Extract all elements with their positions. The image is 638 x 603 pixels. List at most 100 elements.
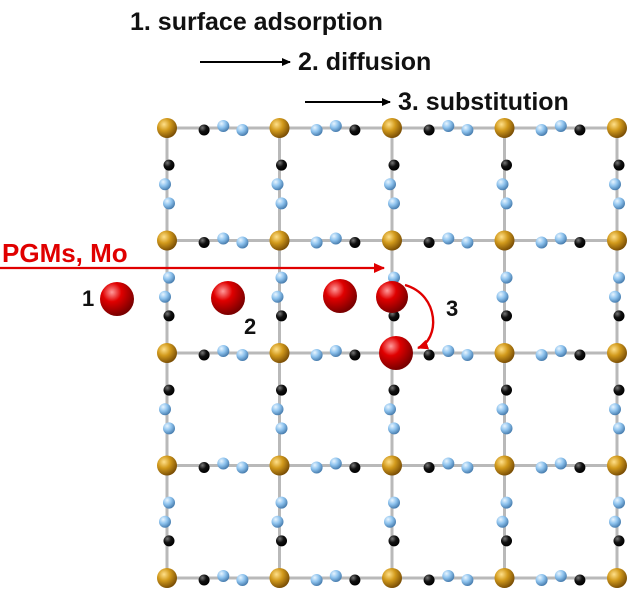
light-atom (236, 236, 249, 249)
dark-atom (388, 159, 400, 171)
dark-atom (163, 535, 175, 547)
bridge-ligand (198, 570, 249, 586)
light-atom (461, 124, 474, 136)
light-atom (613, 271, 625, 284)
bridge-ligand (496, 159, 513, 210)
light-atom (535, 349, 548, 361)
light-atom (271, 178, 284, 191)
dark-atom (276, 310, 287, 322)
light-atom (310, 461, 323, 474)
bridge-ligand (535, 232, 586, 249)
bridge-ligand (423, 120, 474, 136)
light-atom (535, 461, 548, 474)
dark-atom (574, 124, 586, 136)
dark-atom (423, 349, 435, 361)
light-atom (609, 403, 621, 416)
dark-atom (198, 237, 210, 248)
dark-atom (613, 310, 625, 322)
bridge-ligand (609, 496, 625, 547)
dark-atom (349, 349, 361, 361)
light-atom (442, 232, 455, 245)
bridge-ligand (159, 384, 175, 435)
metal-node (157, 230, 177, 251)
light-atom (554, 570, 567, 582)
metal-node (269, 343, 290, 363)
light-atom (163, 422, 175, 435)
lattice-metal-nodes (157, 118, 627, 588)
light-atom (500, 496, 513, 509)
bridge-ligand (310, 120, 361, 136)
dark-atom (574, 237, 586, 248)
light-atom (388, 197, 400, 210)
bridge-ligand (496, 271, 513, 322)
light-atom (310, 236, 323, 249)
metal-node (157, 568, 177, 588)
light-atom (329, 345, 342, 357)
bridge-ligand (423, 457, 474, 474)
light-atom (217, 570, 230, 582)
metal-node (494, 230, 515, 251)
light-atom (384, 178, 396, 191)
metal-node (269, 455, 290, 476)
dark-atom (388, 384, 400, 396)
light-atom (461, 461, 474, 474)
bridge-ligand (496, 384, 513, 435)
dark-atom (198, 124, 210, 136)
light-atom (236, 574, 249, 586)
light-atom (609, 515, 621, 528)
metal-node (157, 455, 177, 476)
metal-node (269, 118, 290, 138)
metal-node (607, 118, 627, 138)
light-atom (329, 570, 342, 582)
light-atom (310, 349, 323, 361)
light-atom (442, 457, 455, 470)
bridge-ligand (271, 271, 288, 322)
position-label-3: 3 (446, 296, 458, 321)
light-atom (329, 232, 342, 245)
bridge-ligand (609, 384, 625, 435)
light-atom (388, 422, 400, 435)
bridge-ligand (423, 570, 474, 586)
light-atom (159, 403, 171, 416)
dark-atom (501, 310, 512, 322)
step-surface-adsorption-label: 1. surface adsorption (130, 8, 383, 36)
metal-node (607, 568, 627, 588)
metal-node (382, 118, 402, 138)
dark-atom (574, 349, 586, 361)
metal-node (607, 343, 627, 363)
dark-atom (198, 462, 210, 473)
dark-atom (163, 310, 175, 322)
lattice-bridge-atoms (159, 120, 625, 586)
light-atom (217, 232, 230, 245)
light-atom (461, 349, 474, 361)
bridge-ligand (198, 457, 249, 474)
bridge-ligand (198, 120, 249, 136)
light-atom (496, 515, 509, 528)
bridge-ligand (423, 232, 474, 249)
substitution-curve-arrow (404, 283, 435, 350)
bridge-ligand (310, 457, 361, 474)
bridge-ligand (310, 345, 361, 361)
light-atom (461, 574, 474, 586)
metal-node (157, 118, 177, 138)
dark-atom (423, 574, 435, 586)
adatom-position-1 (100, 282, 134, 316)
dark-atom (276, 535, 287, 547)
light-atom (159, 290, 171, 303)
dark-atom (501, 384, 512, 396)
bridge-ligand (423, 345, 474, 361)
bridge-ligand (535, 120, 586, 136)
position-label-2: 2 (244, 314, 256, 339)
light-atom (496, 403, 509, 416)
bridge-ligand (198, 345, 249, 361)
light-atom (329, 457, 342, 470)
metal-node (269, 568, 290, 588)
light-atom (159, 178, 171, 191)
dark-atom (574, 574, 586, 586)
metal-node (494, 455, 515, 476)
adatom-position-2 (211, 281, 245, 315)
light-atom (613, 197, 625, 210)
light-atom (275, 422, 288, 435)
dark-atom (423, 237, 435, 248)
